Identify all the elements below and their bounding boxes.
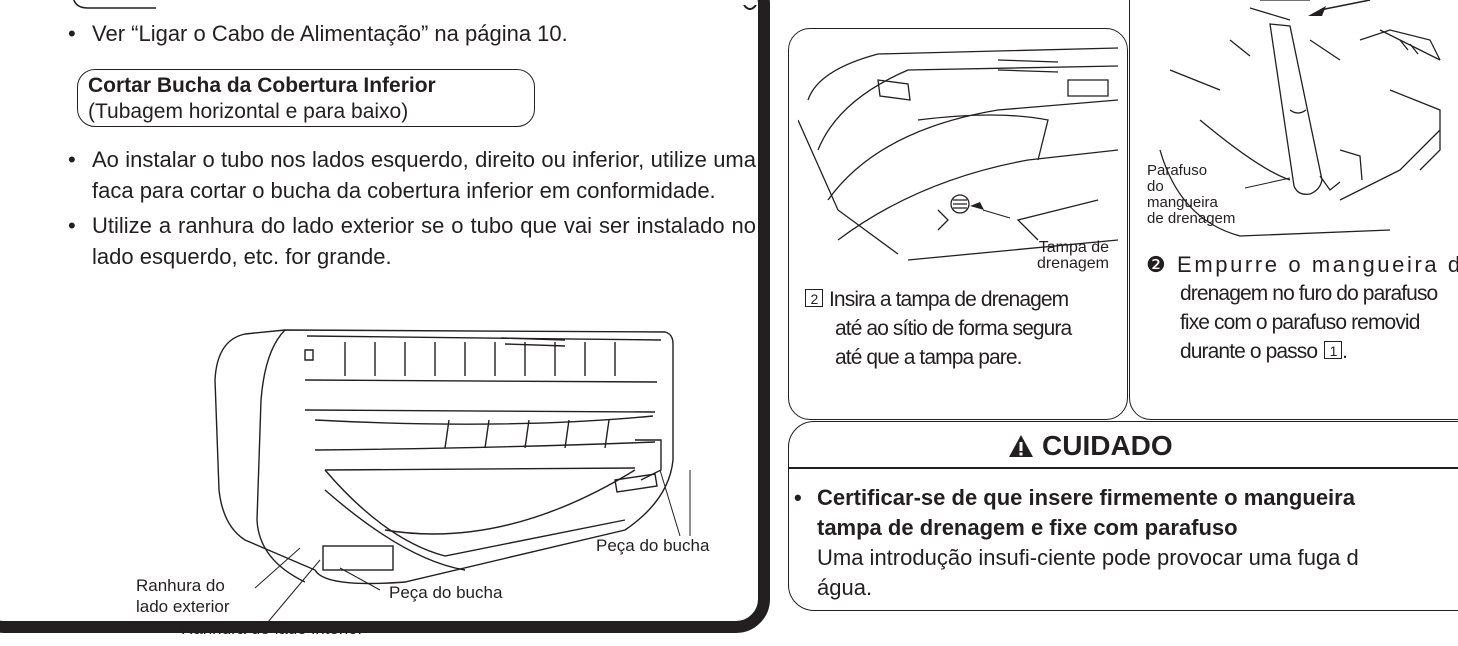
- screw-label-line2: do: [1147, 178, 1164, 195]
- screw-label-line1: Parafuso: [1147, 162, 1208, 179]
- bullet-mark: •: [68, 147, 76, 172]
- caution-body-line1: Uma introdução insufi-ciente pode provoc…: [817, 545, 1359, 570]
- bullet-text: Ao instalar o tubo nos lados esquerdo, d…: [92, 147, 756, 203]
- section-title: Cortar Bucha da Cobertura Inferior: [88, 74, 436, 97]
- caution-bold-line1: Certificar-se de que insere firmemente o…: [817, 485, 1355, 510]
- warning-icon: [1009, 435, 1033, 457]
- caution-heading: CUIDADO: [1008, 430, 1173, 462]
- step2-line2: até ao sítio de forma segura: [835, 317, 1072, 340]
- step3-line1: Empurre o mangueira d: [1177, 252, 1458, 277]
- screw-label-line3: mangueira: [1147, 194, 1218, 211]
- bullet-list: • Ao instalar o tubo nos lados esquerdo,…: [68, 144, 756, 272]
- bullet-item: • Utilize a ranhura do lado exterior se …: [68, 210, 756, 272]
- step2-text: 2 Insira a tampa de drenagem até ao sítio…: [805, 285, 1121, 372]
- caution-title: CUIDADO: [1042, 430, 1173, 461]
- drain-cap-label: Tampa de drenagem: [1015, 240, 1109, 272]
- border-corner: [742, 0, 758, 10]
- step3-text: ❷ Empurre o mangueira d drenagem no furo…: [1146, 250, 1458, 366]
- drain-cap-label-line2: drenagem: [1036, 255, 1109, 272]
- reference-text: Ver “Ligar o Cabo de Alimentação” na pág…: [92, 21, 568, 46]
- screw-label: Parafuso do mangueira de drenagem: [1147, 163, 1235, 227]
- caution-body-line2: água.: [817, 575, 873, 600]
- outer-slot-label-2: lado exterior: [136, 597, 230, 616]
- drain-cap-illustration: [798, 47, 1118, 261]
- indoor-unit-illustration: [214, 329, 674, 585]
- step-ref-box: 1: [1324, 341, 1343, 359]
- section-heading-box: Cortar Bucha da Cobertura Inferior (Tuba…: [77, 69, 535, 127]
- step2-panel: [788, 28, 1128, 420]
- step3-circle-number: ❷: [1146, 252, 1169, 277]
- caution-divider: [789, 467, 1458, 469]
- figure-leader-lines: [254, 469, 691, 623]
- step3-line4-suffix: .: [1342, 340, 1348, 363]
- outer-slot-label-1: Ranhura do: [136, 576, 225, 595]
- caution-body: • Certificar-se de que insere firmemente …: [794, 483, 1458, 603]
- bullet-item: • Ao instalar o tubo nos lados esquerdo,…: [68, 144, 756, 206]
- step2-line1: Insira a tampa de drenagem: [829, 288, 1069, 311]
- screw-label-line4: de drenagem: [1147, 210, 1236, 227]
- step3-line4: durante o passo 1.: [1146, 337, 1458, 366]
- bullet-mark: •: [794, 485, 802, 510]
- inner-slot-label: Ranhura do lado interior: [181, 619, 364, 638]
- heading-box-remnant: [72, 0, 156, 10]
- step3-panel: [1129, 0, 1458, 420]
- caution-bold-line2: tampa de drenagem e fixe com parafuso: [817, 515, 1238, 540]
- drain-cap-label-line1: Tampa de: [1038, 239, 1109, 256]
- bullet-mark: •: [68, 213, 76, 238]
- step3-line2: drenagem no furo do parafuso: [1180, 282, 1438, 305]
- bush-part-label-bottom: Peça do bucha: [389, 583, 503, 602]
- reference-line: • Ver “Ligar o Cabo de Alimentação” na pá…: [68, 18, 748, 49]
- step3-line3: fixe com o parafuso removid: [1180, 311, 1420, 334]
- bullet-mark: •: [68, 21, 76, 46]
- step2-line3: até que a tampa pare.: [835, 346, 1022, 369]
- step3-line4-prefix: durante o passo: [1180, 340, 1318, 363]
- caution-panel: [788, 421, 1458, 611]
- step-number-box: 2: [805, 289, 823, 307]
- section-subtitle: (Tubagem horizontal e para baixo): [88, 100, 409, 123]
- drain-hose-illustration: [1159, 0, 1441, 237]
- bush-part-label-right: Peça do bucha: [596, 536, 710, 555]
- bullet-text: Utilize a ranhura do lado exterior se o …: [92, 213, 756, 269]
- page-border: [0, 0, 770, 633]
